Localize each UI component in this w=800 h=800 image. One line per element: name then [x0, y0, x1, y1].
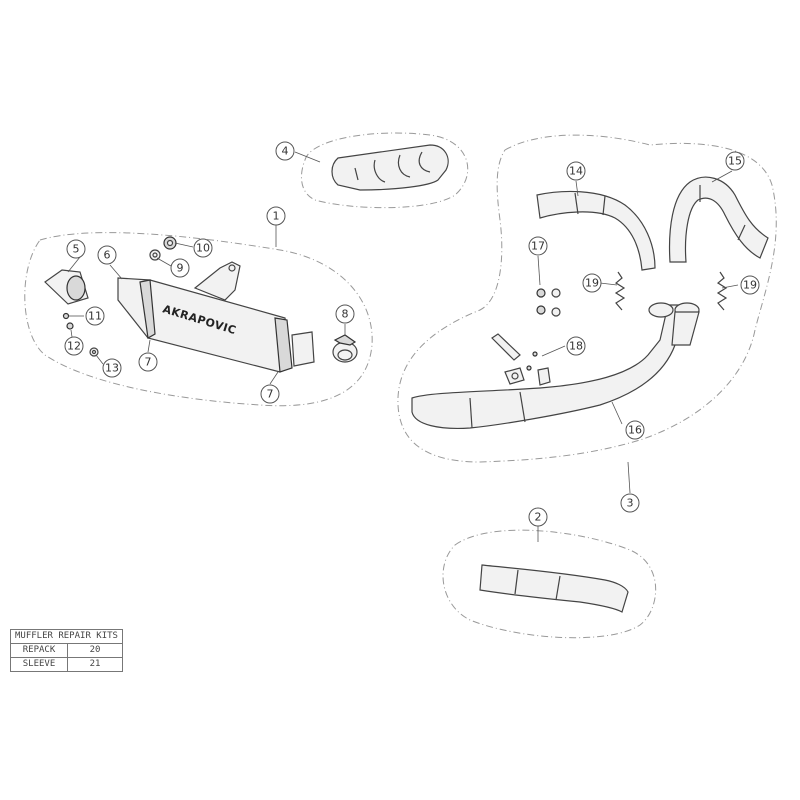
svg-text:2: 2 — [535, 511, 542, 524]
muffler-group-outline — [24, 232, 373, 407]
callout-5: 5 — [66, 239, 86, 259]
kit-name-cell: SLEEVE — [10, 657, 68, 672]
kit-number-cell: 20 — [67, 643, 123, 658]
end-cap-part — [44, 269, 89, 305]
callout-12: 12 — [64, 336, 84, 356]
svg-text:6: 6 — [104, 249, 111, 262]
svg-text:13: 13 — [105, 362, 119, 375]
svg-text:12: 12 — [67, 340, 81, 353]
callout-16: 16 — [625, 420, 645, 440]
spacer-part — [89, 347, 99, 357]
svg-text:7: 7 — [145, 356, 152, 369]
svg-text:18: 18 — [569, 340, 583, 353]
heatshield-group-outline — [300, 132, 469, 209]
table-row: SLEEVE 21 — [10, 657, 123, 672]
svg-text:3: 3 — [627, 497, 634, 510]
callout-11: 11 — [85, 306, 105, 326]
muffler-repair-kits-table: MUFFLER REPAIR KITS REPACK 20 SLEEVE 21 — [10, 629, 123, 672]
spring-left-part — [614, 271, 626, 311]
table-row: REPACK 20 — [10, 643, 123, 658]
callout-2: 2 — [528, 507, 548, 527]
kits-table-header-row: MUFFLER REPAIR KITS — [10, 629, 123, 644]
svg-text:5: 5 — [73, 243, 80, 256]
callout-7-right: 7 — [260, 384, 280, 404]
callout-13: 13 — [102, 358, 122, 378]
link-pipe-2-part — [479, 564, 629, 613]
svg-text:16: 16 — [628, 424, 642, 437]
svg-text:9: 9 — [177, 262, 184, 275]
nut-part — [66, 322, 74, 330]
callout-17: 17 — [528, 236, 548, 256]
svg-text:14: 14 — [569, 165, 583, 178]
leader-lines — [67, 151, 739, 542]
callout-15: 15 — [725, 151, 745, 171]
spring-right-part — [716, 271, 728, 311]
rubber-grommet-part — [163, 236, 177, 250]
svg-text:7: 7 — [267, 388, 274, 401]
svg-text:15: 15 — [728, 155, 742, 168]
svg-text:10: 10 — [196, 242, 210, 255]
callout-10: 10 — [193, 238, 213, 258]
clamp-part — [332, 334, 358, 363]
callout-4: 4 — [275, 141, 295, 161]
collector-pipe-16-part — [411, 302, 700, 430]
svg-text:19: 19 — [743, 279, 757, 292]
callout-18: 18 — [566, 336, 586, 356]
callout-8: 8 — [335, 304, 355, 324]
sensor-kit-18-part — [491, 333, 551, 386]
svg-text:8: 8 — [342, 308, 349, 321]
kit-number-cell: 21 — [67, 657, 123, 672]
header-group-outline — [397, 134, 777, 463]
link-pipe-group-outline — [442, 529, 657, 639]
heat-shield-part — [331, 144, 449, 191]
callout-19-right: 19 — [740, 275, 760, 295]
kit-name-cell: REPACK — [10, 643, 68, 658]
callout-19-left: 19 — [582, 273, 602, 293]
svg-text:4: 4 — [282, 145, 289, 158]
header-pipe-15-part — [668, 176, 769, 263]
svg-text:11: 11 — [88, 310, 102, 323]
header-pipe-14-part — [536, 190, 656, 271]
screw-part — [62, 312, 70, 320]
washer-part — [149, 249, 161, 261]
callout-9: 9 — [170, 258, 190, 278]
callout-6: 6 — [97, 245, 117, 265]
callout-7-left: 7 — [138, 352, 158, 372]
muffler-body-part: AKRAPOVIC — [117, 261, 315, 373]
callout-14: 14 — [566, 161, 586, 181]
hardware-set-17-part — [536, 288, 561, 317]
svg-text:17: 17 — [531, 240, 545, 253]
kits-table-title: MUFFLER REPAIR KITS — [10, 629, 123, 644]
svg-text:1: 1 — [273, 210, 280, 223]
callout-3: 3 — [620, 493, 640, 513]
callout-1: 1 — [266, 206, 286, 226]
svg-text:19: 19 — [585, 277, 599, 290]
